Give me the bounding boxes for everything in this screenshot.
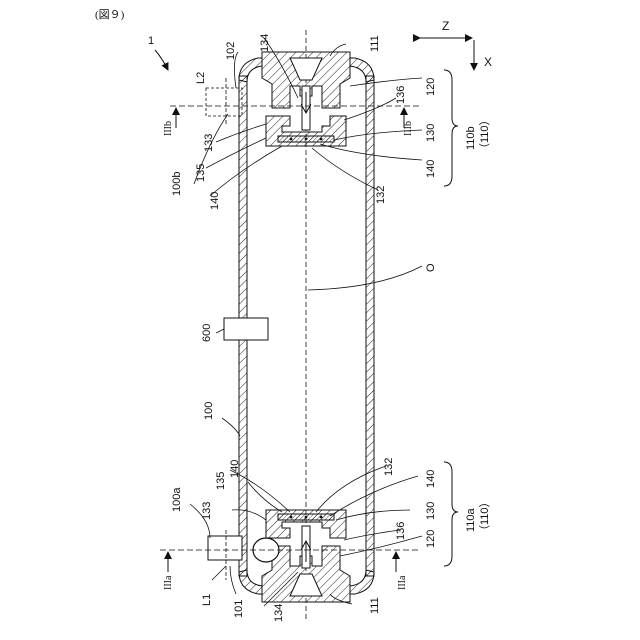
axes-indicator: Z X bbox=[420, 19, 492, 70]
label-136-top: 136 bbox=[395, 86, 407, 104]
bottom-marker-1 bbox=[290, 516, 293, 519]
label-section-a-right: IIIa bbox=[397, 575, 408, 590]
label-group-top: 110b bbox=[465, 126, 477, 150]
label-l1: L1 bbox=[201, 594, 213, 606]
bottom-marker-2 bbox=[305, 516, 308, 519]
device-ref-arrow bbox=[155, 50, 168, 70]
top-marker-1 bbox=[290, 138, 293, 141]
z-axis-label: Z bbox=[442, 19, 449, 33]
label-101: 101 bbox=[233, 600, 245, 618]
label-section-b-left: IIIb bbox=[163, 121, 174, 136]
label-134-bottom: 134 bbox=[273, 604, 285, 622]
bubble bbox=[253, 538, 279, 562]
bottom-marker-3 bbox=[320, 516, 323, 519]
label-100b: 100b bbox=[171, 172, 183, 196]
label-130-top: 130 bbox=[425, 124, 437, 142]
label-axis-o: O bbox=[425, 263, 437, 272]
top-marker-3 bbox=[320, 138, 323, 141]
label-130-bottom: 130 bbox=[425, 502, 437, 520]
brace-bottom bbox=[444, 462, 458, 566]
label-120-top: 120 bbox=[425, 78, 437, 96]
port-102 bbox=[206, 88, 242, 116]
label-section-a-left: IIIa bbox=[163, 575, 174, 590]
label-140-a: 140 bbox=[425, 160, 437, 178]
sensor-600 bbox=[224, 318, 268, 340]
label-140-b: 140 bbox=[209, 192, 221, 210]
top-marker-2 bbox=[305, 138, 308, 141]
label-600: 600 bbox=[201, 324, 213, 342]
device-ref-label: 1 bbox=[148, 35, 154, 47]
label-group-top-paren: （110） bbox=[478, 114, 491, 154]
brace-top bbox=[444, 70, 458, 186]
label-l2: L2 bbox=[195, 72, 207, 84]
label-132-bottom: 132 bbox=[383, 458, 395, 476]
x-axis-label: X bbox=[484, 55, 492, 69]
label-134-top: 134 bbox=[259, 34, 271, 52]
label-140-c: 140 bbox=[425, 470, 437, 488]
label-100a: 100a bbox=[171, 487, 183, 512]
label-135-top: 135 bbox=[195, 164, 207, 182]
label-135-bottom: 135 bbox=[215, 472, 227, 490]
label-section-b-right: IIIb bbox=[403, 121, 414, 136]
label-111-bottom: 111 bbox=[369, 597, 381, 614]
label-132-top: 132 bbox=[375, 186, 387, 204]
label-133-top: 133 bbox=[203, 134, 215, 152]
rotated-labels: 111 L2 102 134 120 136 IIIb IIIb 133 130… bbox=[163, 34, 491, 622]
port-101 bbox=[208, 536, 242, 560]
label-136-bottom: 136 bbox=[395, 522, 407, 540]
label-102: 102 bbox=[225, 42, 237, 60]
label-120-bottom: 120 bbox=[425, 530, 437, 548]
label-111-top: 111 bbox=[369, 35, 381, 52]
figure-label: (図９) bbox=[95, 8, 125, 21]
label-140-d: 140 bbox=[229, 460, 241, 478]
label-group-bottom-paren: （110） bbox=[478, 496, 491, 536]
label-100: 100 bbox=[203, 402, 215, 420]
label-133-bottom: 133 bbox=[201, 502, 213, 520]
label-group-bottom: 110a bbox=[465, 507, 477, 532]
